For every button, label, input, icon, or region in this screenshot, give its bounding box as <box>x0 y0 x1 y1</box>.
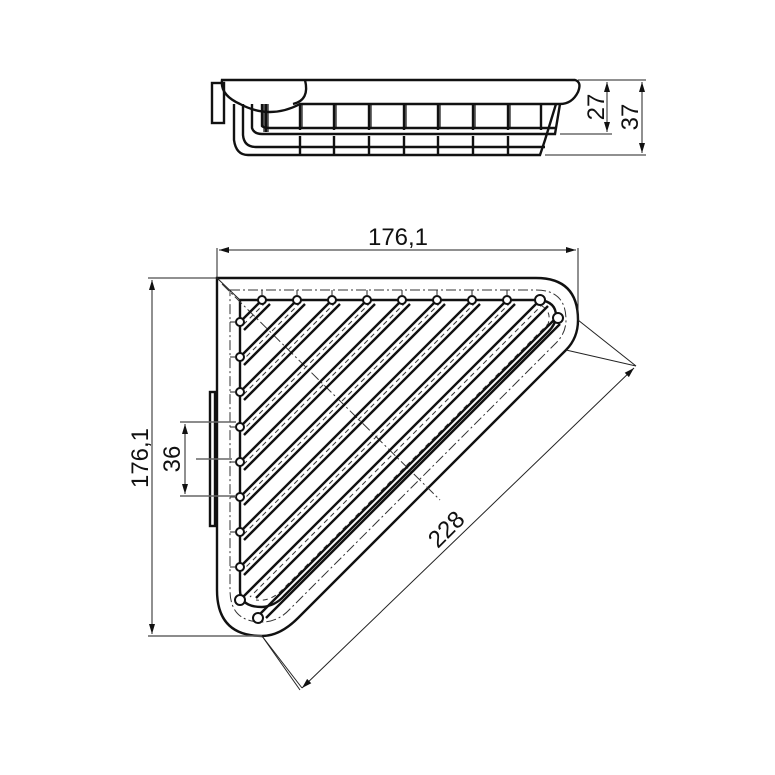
side-view: 27 37 <box>210 78 646 157</box>
dim-label-width: 176,1 <box>368 224 428 251</box>
dim-label-diagonal: 228 <box>423 506 470 553</box>
dim-label-mount: 36 <box>159 446 186 473</box>
basket-body <box>232 103 558 157</box>
dim-label-27: 27 <box>583 94 610 121</box>
dim-line-diagonal <box>301 367 635 689</box>
basket-outline <box>215 276 580 638</box>
rim <box>220 78 581 114</box>
top-view: 176,1 176,1 36 228 <box>127 224 637 691</box>
wires-side <box>263 104 543 154</box>
dim-label-37: 37 <box>617 104 644 131</box>
dim-label-height: 176,1 <box>127 428 154 488</box>
wires-top <box>230 290 564 624</box>
wall-bracket <box>210 81 226 125</box>
